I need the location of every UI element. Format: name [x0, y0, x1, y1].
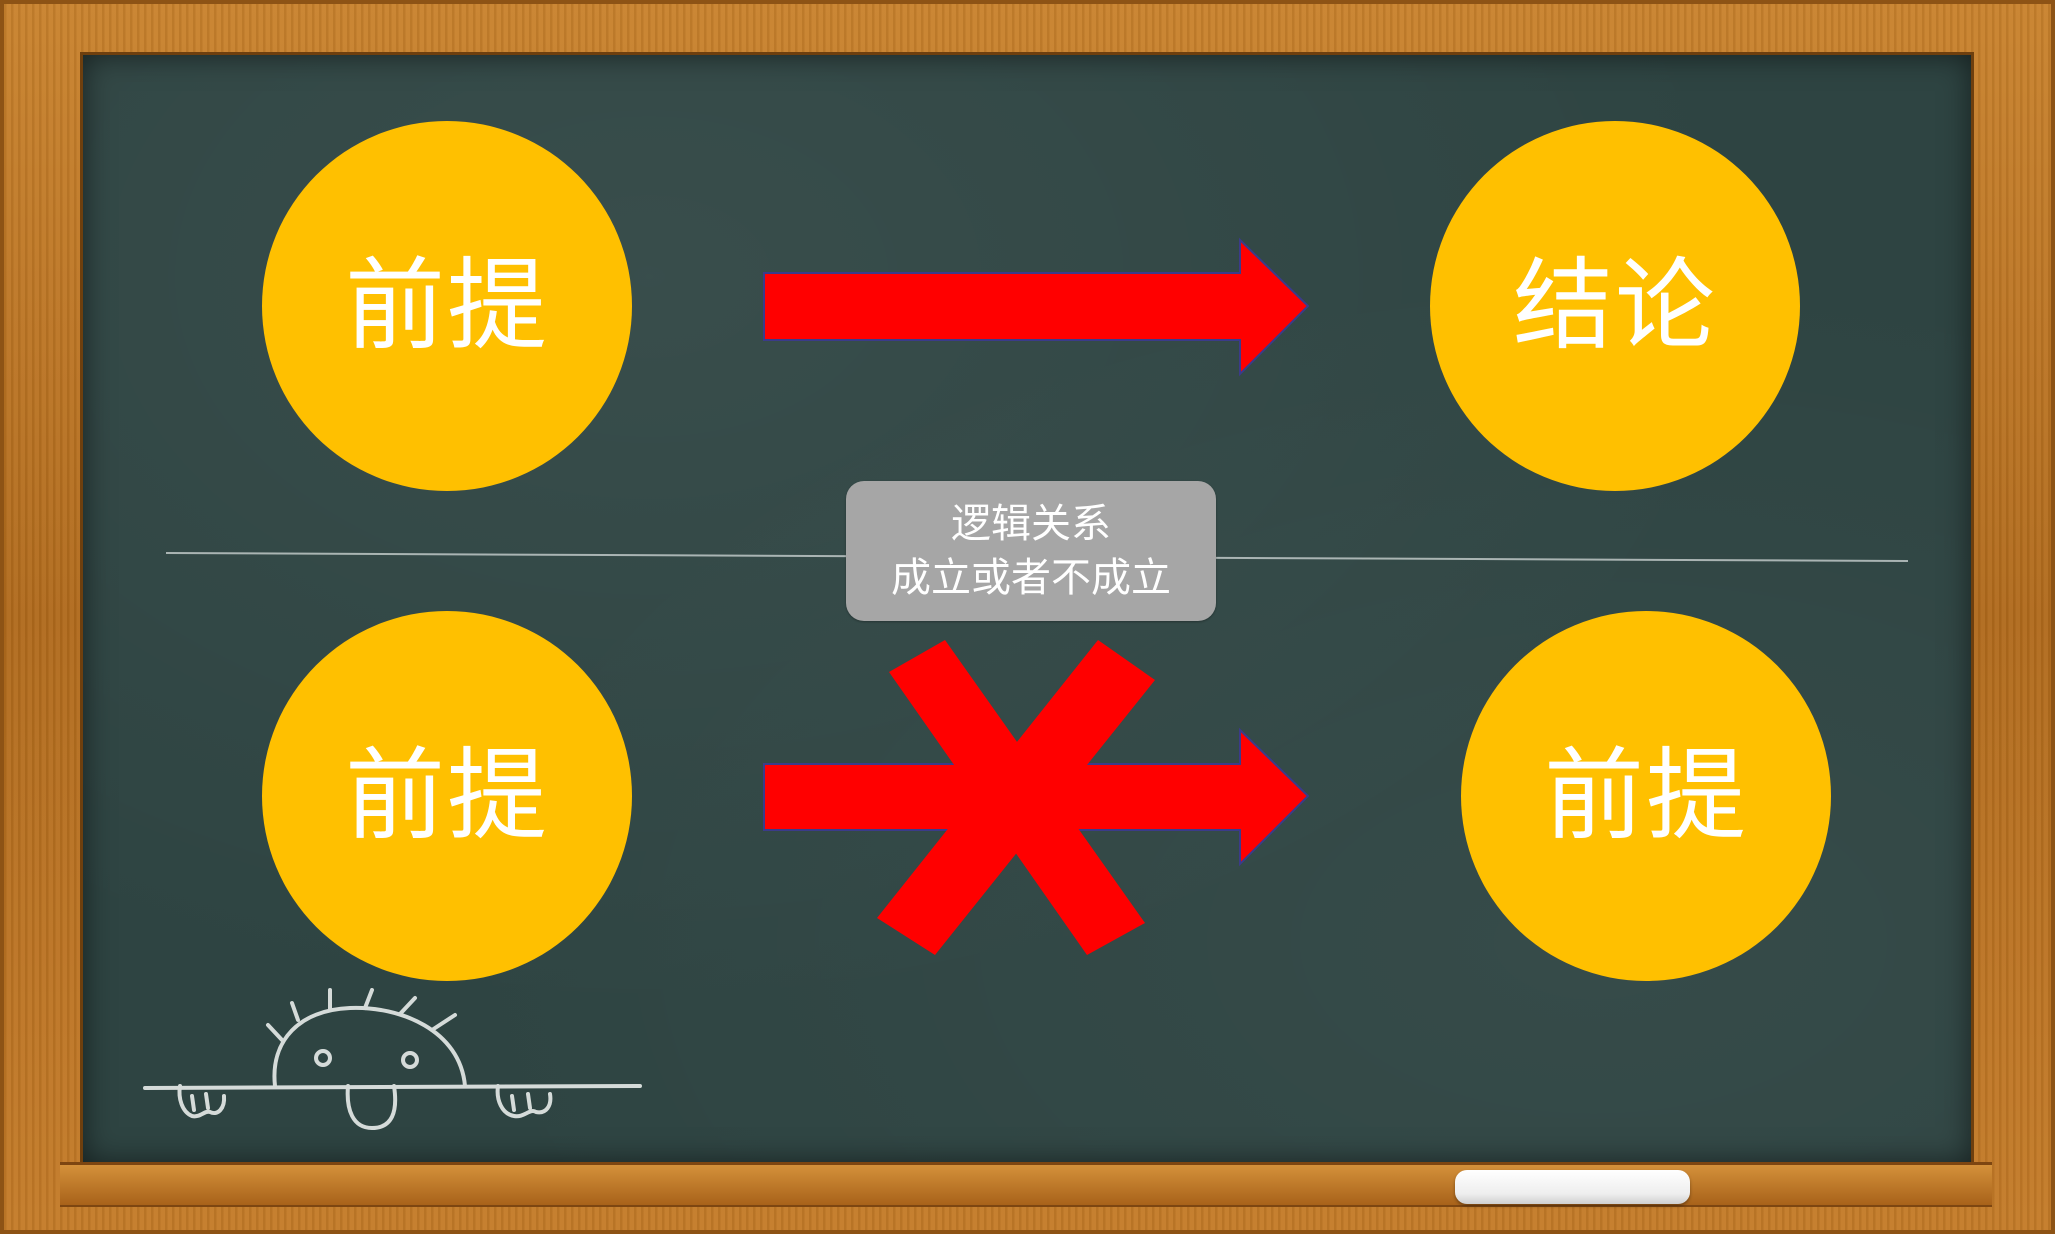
conclusion-circle-top: 结论: [1430, 121, 1800, 491]
premise-label-bottom-right: 前提: [1544, 737, 1748, 854]
right-arrow-icon-top: [763, 237, 1310, 377]
premise-circle-top: 前提: [262, 121, 632, 491]
relation-label-box: 逻辑关系 成立或者不成立: [846, 481, 1216, 621]
premise-label-top: 前提: [345, 247, 549, 364]
cross-icon: [877, 640, 1155, 955]
relation-label-line2: 成立或者不成立: [891, 555, 1171, 601]
premise-circle-bottom-left: 前提: [262, 611, 632, 981]
premise-label-bottom-left: 前提: [345, 737, 549, 854]
conclusion-label-top: 结论: [1513, 247, 1717, 364]
chalk-stick: [1455, 1170, 1690, 1204]
premise-circle-bottom-right: 前提: [1461, 611, 1831, 981]
relation-label-line1: 逻辑关系: [951, 501, 1111, 547]
